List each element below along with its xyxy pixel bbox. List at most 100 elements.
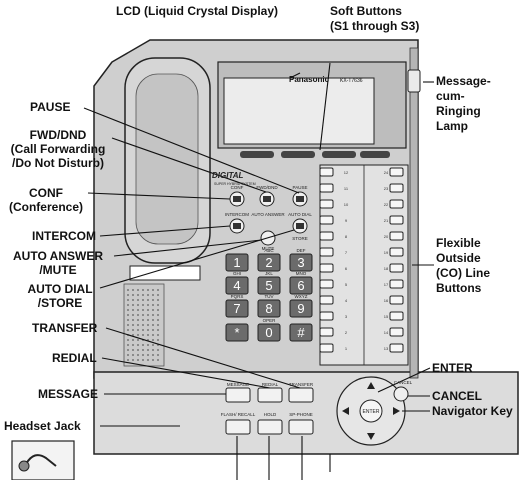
keypad-key-hash[interactable]: # — [289, 323, 313, 342]
label-flexible-co: Flexible Outside (CO) Line Buttons — [436, 236, 490, 295]
co-line-number: 13 — [384, 346, 389, 351]
co-line-number: 3 — [345, 314, 348, 319]
digital-label: DIGITAL — [212, 171, 244, 180]
grill-hole — [137, 324, 139, 326]
grill-hole — [152, 314, 154, 316]
grill-hole — [147, 324, 149, 326]
co-line-number: 6 — [345, 266, 348, 271]
co-line-number: 14 — [384, 330, 389, 335]
label-fwd-dnd: FWD/DND (Call Forwarding /Do Not Disturb… — [10, 128, 106, 170]
intercom-key-label: INTERCOM — [225, 212, 249, 217]
co-line-button-1[interactable]: 1 — [319, 343, 348, 353]
co-line-button-13[interactable]: 13 — [384, 343, 404, 353]
grill-hole — [127, 289, 129, 291]
keypad-digit: 0 — [265, 325, 272, 340]
co-line-button-18[interactable]: 18 — [384, 263, 404, 273]
grill-hole — [137, 334, 139, 336]
hold-key-label: HOLD — [264, 412, 277, 417]
co-line-number: 22 — [384, 202, 389, 207]
co-line-button-11[interactable]: 11 — [319, 183, 349, 193]
grill-hole — [152, 349, 154, 351]
co-line-button-8[interactable]: 8 — [319, 231, 348, 241]
keypad-digit: * — [234, 325, 239, 340]
grill-hole — [137, 354, 139, 356]
co-line-button-24[interactable]: 24 — [384, 167, 404, 177]
co-line-button-6[interactable]: 6 — [319, 263, 348, 273]
grill-hole — [137, 314, 139, 316]
grill-hole — [157, 324, 159, 326]
label-message-lamp: Message- cum- Ringing Lamp — [436, 74, 491, 133]
co-line-button-21[interactable]: 21 — [384, 215, 404, 225]
keypad-key-star[interactable]: * — [225, 323, 249, 342]
lower-keys — [225, 387, 314, 435]
co-line-button-4[interactable]: 4 — [319, 295, 348, 305]
cancel-key-label: CANCEL — [394, 380, 413, 385]
grill-hole — [137, 319, 139, 321]
co-line-buttons: 12 24 11 23 10 22 9 21 8 20 7 19 6 18 5 17 4 16 3 15 2 14 1 13 — [319, 167, 404, 353]
grill-hole — [147, 359, 149, 361]
co-line-button-3[interactable]: 3 — [319, 311, 348, 321]
grill-hole — [152, 309, 154, 311]
co-line-number: 5 — [345, 282, 348, 287]
keypad-key-7[interactable]: 7 PQRS — [225, 294, 249, 318]
grill-hole — [147, 329, 149, 331]
co-line-button-7[interactable]: 7 — [319, 247, 348, 257]
co-line-number: 23 — [384, 186, 389, 191]
auto-answer-key-label: AUTO ANSWER — [251, 212, 285, 217]
co-line-number: 19 — [384, 250, 389, 255]
cancel-key — [393, 386, 409, 402]
model-label: KX-T7636 — [340, 78, 363, 84]
label-intercom: INTERCOM — [32, 229, 96, 243]
co-line-number: 2 — [345, 330, 348, 335]
co-line-number: 12 — [344, 170, 349, 175]
mute-key-label: MUTE — [262, 246, 275, 251]
grill-hole — [147, 334, 149, 336]
co-line-button-23[interactable]: 23 — [384, 183, 404, 193]
co-line-button-22[interactable]: 22 — [384, 199, 404, 209]
keypad-letters: DEF — [297, 248, 306, 253]
transfer-key-label: TRANSFER — [289, 382, 314, 387]
grill-hole — [152, 354, 154, 356]
co-line-button-14[interactable]: 14 — [384, 327, 404, 337]
co-line-button-9[interactable]: 9 — [319, 215, 348, 225]
grill-hole — [137, 294, 139, 296]
grill-hole — [132, 324, 134, 326]
label-conf: CONF (Conference) — [8, 186, 83, 214]
label-navigator-key: Navigator Key — [432, 404, 513, 418]
label-auto-answer: AUTO ANSWER /MUTE — [13, 249, 103, 277]
keypad-letters: PQRS — [231, 294, 244, 299]
grill-hole — [127, 299, 129, 301]
co-line-button-10[interactable]: 10 — [319, 199, 349, 209]
keypad-key-1[interactable]: 1 — [225, 253, 249, 272]
grill-hole — [137, 339, 139, 341]
grill-hole — [152, 339, 154, 341]
keypad-digit: # — [297, 325, 305, 340]
grill-hole — [147, 314, 149, 316]
co-line-button-17[interactable]: 17 — [384, 279, 404, 289]
co-line-button-20[interactable]: 20 — [384, 231, 404, 241]
label-message: MESSAGE — [38, 387, 99, 401]
co-line-button-2[interactable]: 2 — [319, 327, 348, 337]
grill-hole — [127, 304, 129, 306]
keypad-digit: 7 — [233, 301, 240, 316]
keypad-letters: GHI — [233, 271, 241, 276]
grill-hole — [147, 344, 149, 346]
phone-base — [93, 371, 519, 455]
co-line-button-16[interactable]: 16 — [384, 295, 404, 305]
co-line-button-12[interactable]: 12 — [319, 167, 349, 177]
co-line-button-15[interactable]: 15 — [384, 311, 404, 321]
grill-hole — [157, 329, 159, 331]
grill-hole — [127, 324, 129, 326]
grill-hole — [152, 319, 154, 321]
co-line-button-5[interactable]: 5 — [319, 279, 348, 289]
co-line-button-19[interactable]: 19 — [384, 247, 404, 257]
grill-hole — [147, 304, 149, 306]
